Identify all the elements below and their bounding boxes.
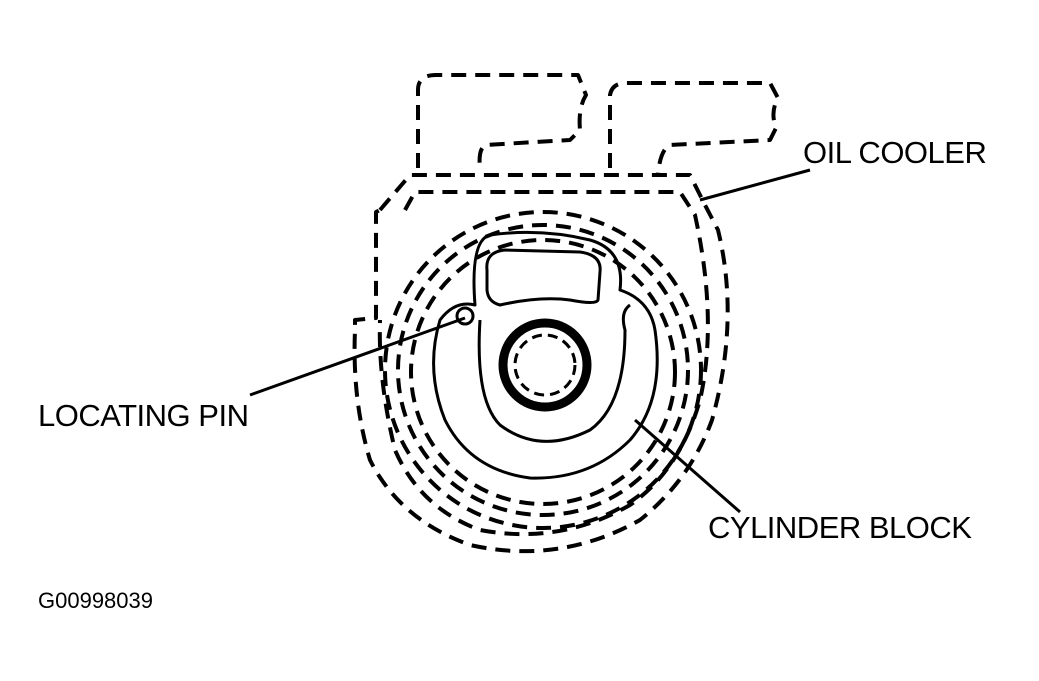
cylinder-block-leader bbox=[634, 418, 741, 514]
gasket-ring-outer bbox=[383, 210, 703, 530]
gasket-ring-inner bbox=[409, 238, 677, 506]
oil-cooler-label: OIL COOLER bbox=[803, 135, 987, 170]
center-recess bbox=[477, 303, 631, 443]
cylinder-block-boss bbox=[432, 230, 659, 480]
center-bolt bbox=[498, 318, 592, 412]
locating-pin bbox=[455, 306, 475, 326]
oil-passage-port bbox=[485, 248, 602, 307]
locating-pin-label: LOCATING PIN bbox=[38, 398, 249, 433]
housing-inner-outline bbox=[377, 190, 710, 537]
housing-outer-outline bbox=[352, 173, 730, 554]
figure-code: G00998039 bbox=[38, 588, 153, 613]
upper-pipe-outline bbox=[416, 73, 780, 176]
center-bolt-thread bbox=[513, 333, 577, 397]
cylinder-block-label: CYLINDER BLOCK bbox=[708, 510, 972, 545]
locating-pin-leader bbox=[249, 316, 466, 397]
oil-cooler-leader bbox=[699, 168, 811, 202]
gasket-ring-middle bbox=[396, 223, 690, 517]
